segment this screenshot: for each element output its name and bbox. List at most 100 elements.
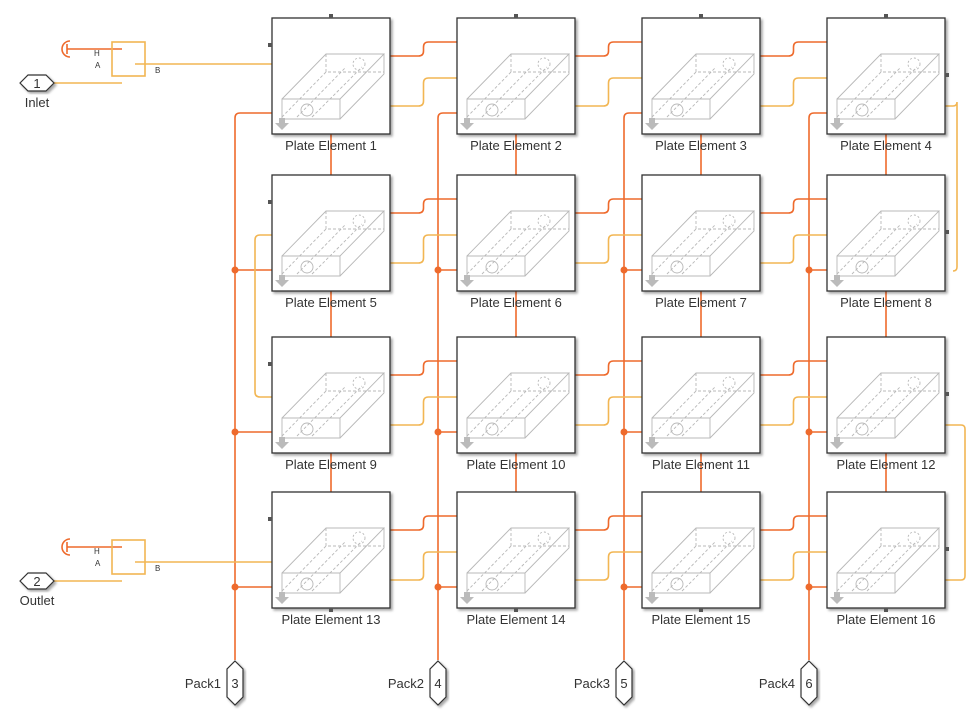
plate-top-face — [836, 53, 941, 100]
block-frame[interactable] — [826, 491, 946, 609]
horizontal-thermal-link[interactable] — [575, 360, 642, 376]
horizontal-fluid-link[interactable] — [575, 551, 642, 581]
port-marker — [945, 73, 949, 77]
plate-element-block[interactable]: Plate Element 2 — [456, 14, 576, 153]
block-frame[interactable] — [641, 491, 761, 609]
plate-side-face — [709, 54, 755, 120]
block-frame[interactable] — [641, 336, 761, 454]
outport-connector[interactable] — [800, 660, 818, 706]
plate-icon — [466, 372, 571, 439]
outport-connector[interactable] — [429, 660, 447, 706]
horizontal-thermal-link[interactable] — [390, 515, 457, 531]
down-arrow-icon — [645, 275, 659, 287]
block-frame[interactable] — [271, 336, 391, 454]
plate-element-block[interactable]: Plate Element 4 — [826, 14, 949, 153]
horizontal-thermal-link[interactable] — [575, 515, 642, 531]
plate-icon — [651, 527, 756, 594]
block-frame[interactable] — [456, 17, 576, 135]
blocks-layer: Plate Element 1 Plate Element 2 Plate Elem… — [268, 14, 949, 627]
plate-element-block[interactable]: Plate Element 10 — [456, 336, 576, 472]
pipe-outlet-circle — [907, 57, 921, 71]
horizontal-thermal-link[interactable] — [760, 360, 827, 376]
plate-element-block[interactable]: Plate Element 13 — [268, 491, 391, 627]
horizontal-thermal-link[interactable] — [575, 198, 642, 214]
pack-bus-line[interactable] — [808, 112, 827, 660]
pipe-outlet-circle — [722, 57, 736, 71]
block-label: Plate Element 14 — [466, 612, 565, 627]
horizontal-fluid-link[interactable] — [575, 396, 642, 426]
block-frame[interactable] — [456, 336, 576, 454]
pipe-outlet-circle — [352, 57, 366, 71]
horizontal-fluid-link[interactable] — [760, 77, 827, 107]
block-frame[interactable] — [456, 174, 576, 292]
port-marker — [329, 608, 333, 612]
block-frame[interactable] — [271, 491, 391, 609]
horizontal-thermal-link[interactable] — [575, 41, 642, 57]
block-label: Plate Element 15 — [651, 612, 750, 627]
horizontal-thermal-link[interactable] — [760, 41, 827, 57]
outport-label: Pack4 — [759, 676, 795, 691]
down-arrow-icon — [645, 437, 659, 449]
fluid-source-block[interactable] — [111, 539, 146, 575]
block-frame[interactable] — [826, 174, 946, 292]
pipe-outlet-circle — [907, 214, 921, 228]
horizontal-thermal-link[interactable] — [760, 515, 827, 531]
block-frame[interactable] — [826, 336, 946, 454]
plate-element-block[interactable]: Plate Element 7 — [641, 174, 761, 310]
horizontal-thermal-link[interactable] — [390, 360, 457, 376]
pack-bus-line[interactable] — [234, 112, 272, 660]
plate-element-block[interactable]: Plate Element 14 — [456, 491, 576, 627]
plate-element-block[interactable]: Plate Element 5 — [268, 174, 391, 310]
plate-element-block[interactable]: Plate Element 6 — [456, 174, 576, 310]
horizontal-fluid-link[interactable] — [575, 234, 642, 264]
horizontal-fluid-link[interactable] — [390, 396, 457, 426]
junction-dot — [231, 428, 239, 436]
block-frame[interactable] — [271, 174, 391, 292]
pack-bus-line[interactable] — [437, 112, 457, 660]
horizontal-fluid-link[interactable] — [390, 77, 457, 107]
plate-element-block[interactable]: Plate Element 8 — [826, 174, 949, 310]
plate-element-block[interactable]: Plate Element 12 — [826, 336, 949, 472]
outport-connector[interactable] — [226, 660, 244, 706]
plate-side-face — [709, 528, 755, 594]
plate-element-block[interactable]: Plate Element 3 — [641, 14, 761, 153]
inport-connector[interactable] — [19, 572, 55, 590]
horizontal-thermal-link[interactable] — [760, 198, 827, 214]
block-frame[interactable] — [456, 491, 576, 609]
block-frame[interactable] — [641, 174, 761, 292]
outport-connector[interactable] — [615, 660, 633, 706]
plate-element-block[interactable]: Plate Element 16 — [826, 491, 949, 627]
inport-connector[interactable] — [19, 74, 55, 92]
horizontal-thermal-link[interactable] — [390, 41, 457, 57]
plate-element-block[interactable]: Plate Element 1 — [268, 14, 391, 153]
pack-bus-line[interactable] — [623, 112, 642, 660]
fluid-loop-right[interactable] — [945, 424, 966, 581]
fluid-loop-right[interactable] — [945, 101, 958, 272]
fluid-loop-left[interactable] — [254, 234, 272, 398]
down-arrow-icon — [275, 275, 289, 287]
block-frame[interactable] — [826, 17, 946, 135]
block-frame[interactable] — [271, 17, 391, 135]
junction-dot — [805, 428, 813, 436]
plate-element-block[interactable]: Plate Element 9 — [268, 336, 391, 472]
horizontal-fluid-link[interactable] — [760, 396, 827, 426]
fluid-source-block[interactable] — [111, 41, 146, 77]
horizontal-fluid-link[interactable] — [390, 551, 457, 581]
plate-hidden-edges — [651, 528, 754, 592]
pipe-inlet-circle — [855, 422, 869, 436]
plate-element-block[interactable]: Plate Element 15 — [641, 491, 761, 627]
horizontal-fluid-link[interactable] — [760, 551, 827, 581]
horizontal-fluid-link[interactable] — [390, 234, 457, 264]
horizontal-thermal-link[interactable] — [390, 198, 457, 214]
down-arrow-icon — [645, 592, 659, 604]
block-frame[interactable] — [641, 17, 761, 135]
plate-element-block[interactable]: Plate Element 11 — [641, 336, 761, 472]
horizontal-fluid-link[interactable] — [760, 234, 827, 264]
horizontal-fluid-link[interactable] — [575, 77, 642, 107]
plate-hidden-edges — [651, 211, 754, 275]
pipe-inlet-circle — [670, 577, 684, 591]
